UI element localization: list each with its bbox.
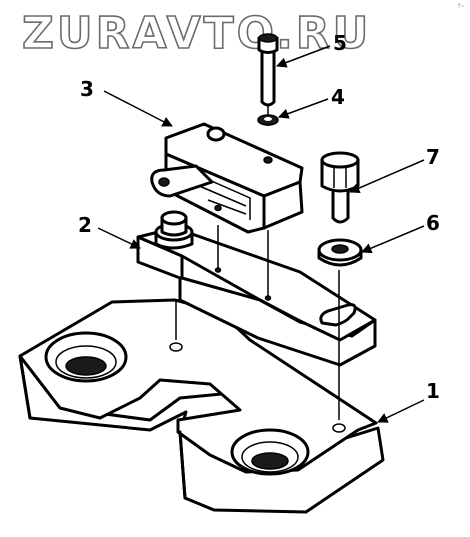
callout-1-label: 1 <box>426 379 440 403</box>
callout-6-label: 6 <box>426 211 440 235</box>
part-5-screw <box>257 33 279 107</box>
part-3-micro-switch <box>150 122 304 234</box>
callout-7: 7 <box>349 145 440 194</box>
callout-4: 4 <box>278 85 345 119</box>
callout-1: 1 <box>377 379 440 423</box>
callout-2: 2 <box>78 213 141 249</box>
part-6-washer <box>317 238 363 267</box>
callout-5: 5 <box>276 31 347 68</box>
callout-3: 3 <box>80 77 173 127</box>
callout-2-label: 2 <box>78 213 92 237</box>
callout-6: 6 <box>361 211 440 254</box>
callout-4-label: 4 <box>331 85 345 109</box>
part-1-base-bracket <box>18 298 385 514</box>
part-4-washer <box>257 114 279 126</box>
callout-5-label: 5 <box>333 31 347 55</box>
corner-mark: f~ <box>458 3 465 10</box>
part-2-switch-bracket <box>136 210 377 367</box>
callout-7-label: 7 <box>426 145 440 169</box>
watermark-text: ZURAVTO.RU <box>22 8 371 59</box>
part-7-bolt <box>320 151 360 224</box>
callout-3-label: 3 <box>80 77 94 101</box>
